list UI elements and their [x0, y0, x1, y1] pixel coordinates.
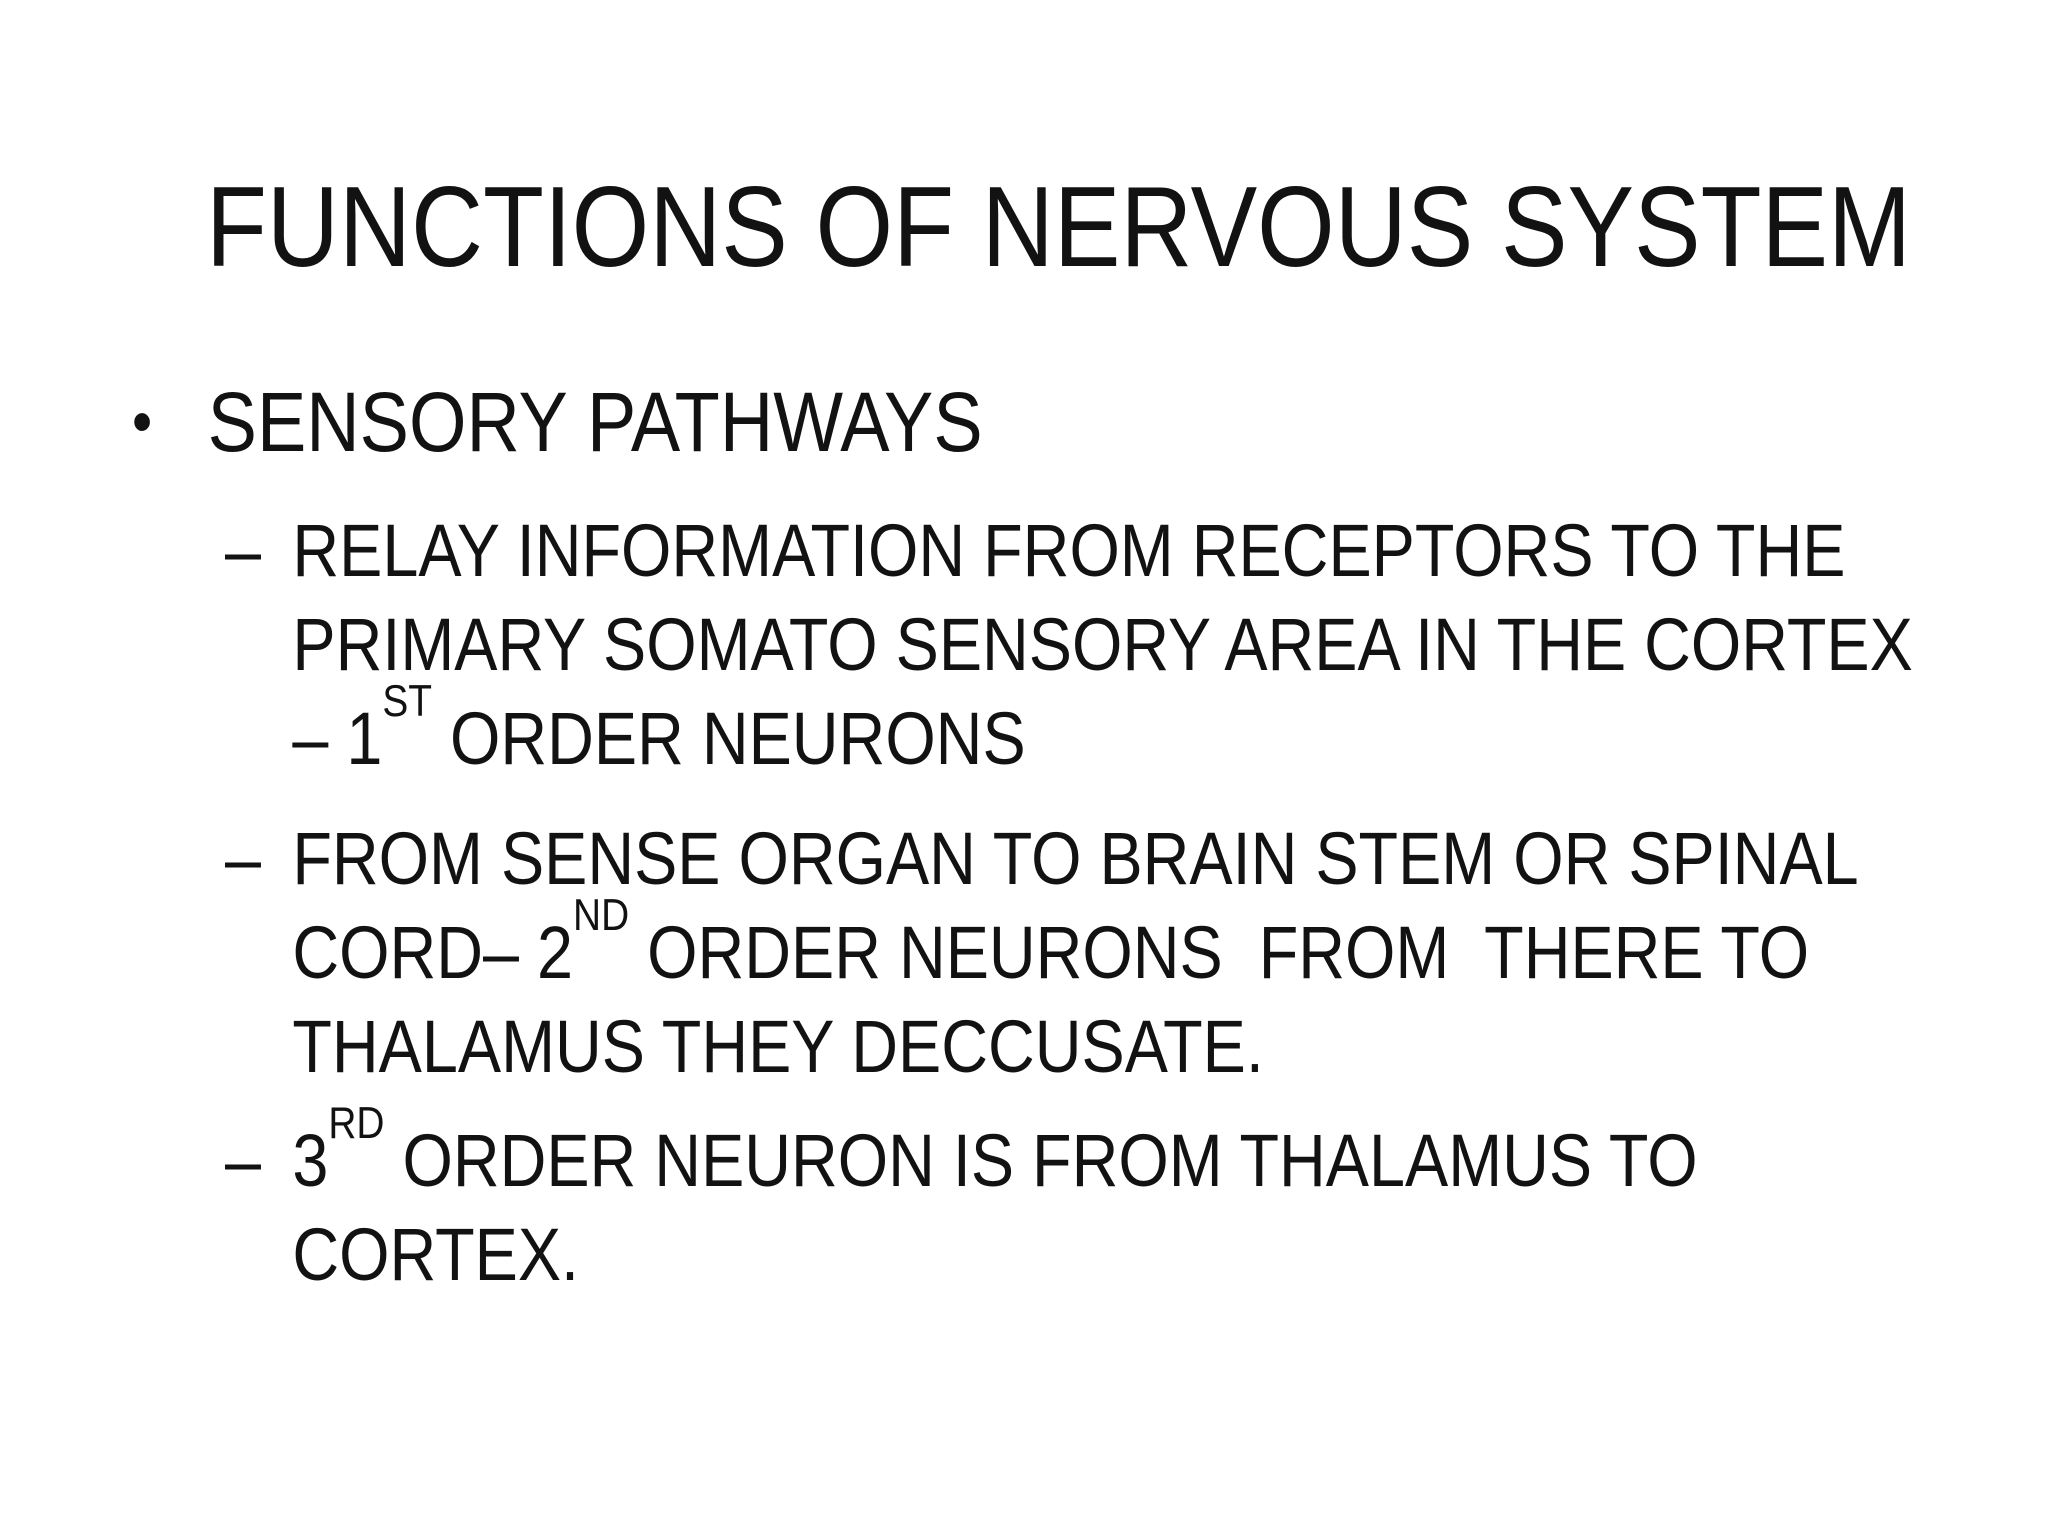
slide-title: FUNCTIONS OF NERVOUS SYSTEM — [206, 164, 1912, 291]
dash-icon: – — [225, 817, 262, 900]
text-line: FROM SENSE ORGAN TO BRAIN STEM OR SPINAL — [292, 817, 1859, 900]
ordinal-superscript: ST — [382, 677, 433, 727]
ordinal-superscript: ND — [573, 891, 630, 941]
text-line: CORTEX. — [292, 1213, 580, 1296]
text-line: RELAY INFORMATION FROM RECEPTORS TO THE — [292, 509, 1846, 592]
sub-bullet-item: –RELAY INFORMATION FROM RECEPTORS TO THE… — [225, 504, 1913, 786]
text-line: CORD– 2ND ORDER NEURONS FROM THERE TO — [292, 891, 1810, 994]
dash-icon: – — [225, 1119, 262, 1202]
text-line: PRIMARY SOMATO SENSORY AREA IN THE CORTE… — [292, 603, 1913, 686]
ordinal-superscript: RD — [328, 1099, 385, 1149]
dash-icon: – — [225, 509, 262, 592]
bullet-item: • SENSORY PATHWAYS — [132, 374, 983, 470]
sub-bullet-item: –3RD ORDER NEURON IS FROM THALAMUS TO COR… — [225, 1099, 1698, 1302]
bullet-text: SENSORY PATHWAYS — [207, 375, 983, 469]
text-line: – 1ST ORDER NEURONS — [292, 677, 1026, 780]
sub-bullet-item: –FROM SENSE ORGAN TO BRAIN STEM OR SPINA… — [225, 812, 1859, 1094]
text-line: 3RD ORDER NEURON IS FROM THALAMUS TO — [292, 1099, 1698, 1202]
bullet-dot-icon: • — [132, 385, 153, 458]
text-line: THALAMUS THEY DECCUSATE. — [292, 1005, 1264, 1088]
